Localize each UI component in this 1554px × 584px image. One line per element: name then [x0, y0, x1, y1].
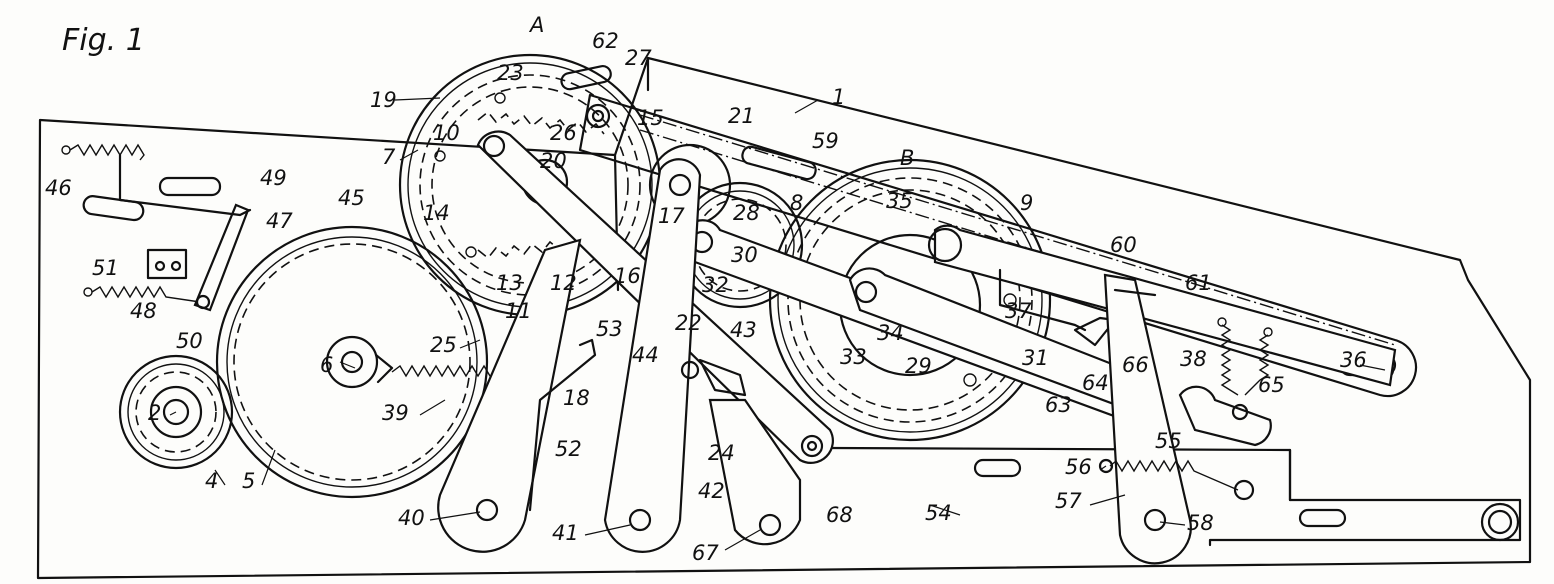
ref-58: 58: [1187, 511, 1214, 535]
arm-35: [933, 224, 1397, 387]
ref-8: 8: [790, 191, 803, 215]
ref-26: 26: [550, 121, 577, 145]
slide-bar-59: [578, 93, 1418, 398]
ref-36: 36: [1340, 348, 1367, 372]
ref-5: 5: [242, 469, 255, 493]
ref-53: 53: [596, 317, 623, 341]
ref-16: 16: [614, 264, 641, 288]
unit-label-a: A: [528, 13, 544, 37]
ref-65: 65: [1258, 373, 1285, 397]
ref-7: 7: [382, 145, 396, 169]
ref-51: 51: [92, 256, 119, 280]
link-49: [193, 203, 250, 312]
ref-1: 1: [832, 85, 845, 109]
ref-41: 41: [552, 521, 579, 545]
ref-45: 45: [338, 186, 365, 210]
lever-41: [603, 158, 702, 553]
ref-64: 64: [1082, 371, 1109, 395]
ref-35: 35: [886, 189, 913, 213]
ref-21: 21: [728, 104, 755, 128]
ref-60: 60: [1110, 233, 1137, 257]
ref-27: 27: [625, 46, 652, 70]
spring-39: [391, 364, 501, 401]
ref-19: 19: [370, 88, 397, 112]
ref-47: 47: [266, 209, 293, 233]
ref-23: 23: [497, 61, 524, 85]
ref-39: 39: [382, 401, 409, 425]
spring-48: [91, 285, 201, 303]
ref-22: 22: [675, 311, 702, 335]
ref-68: 68: [826, 503, 853, 527]
lever-52: [528, 338, 597, 512]
ref-62: 62: [592, 29, 619, 53]
ref-42: 42: [698, 479, 725, 503]
lever-40: [437, 238, 582, 553]
ref-38: 38: [1180, 347, 1207, 371]
ref-10: 10: [433, 121, 460, 145]
gear-5: [215, 225, 489, 499]
ref-44: 44: [632, 343, 659, 367]
pinion-2: [118, 354, 234, 470]
ref-34: 34: [877, 321, 904, 345]
block-51: [146, 248, 188, 280]
bracket-38: [1178, 385, 1272, 447]
ref-54: 54: [925, 501, 952, 525]
ref-6: 6: [320, 353, 333, 377]
ref-9: 9: [1020, 191, 1033, 215]
spring-46: [69, 143, 145, 161]
ref-55: 55: [1155, 429, 1182, 453]
ref-15: 15: [637, 106, 664, 130]
ref-20: 20: [540, 149, 567, 173]
frame-plate: [36, 56, 1532, 580]
ref-43: 43: [730, 318, 757, 342]
ref-63: 63: [1045, 393, 1072, 417]
ref-29: 29: [905, 354, 932, 378]
lever-57: [1103, 273, 1192, 565]
ref-12: 12: [550, 271, 577, 295]
ref-24: 24: [708, 441, 735, 465]
ref-37: 37: [1005, 299, 1032, 323]
ref-13: 13: [496, 271, 523, 295]
ref-18: 18: [563, 386, 590, 410]
figure-label: Fig. 1: [62, 23, 145, 58]
ref-14: 14: [423, 201, 450, 225]
spring-55: [1109, 459, 1239, 491]
ref-61: 61: [1185, 271, 1212, 295]
ref-11: 11: [505, 299, 532, 323]
ref-49: 49: [260, 166, 287, 190]
ref-59: 59: [812, 129, 839, 153]
lever-67: [708, 398, 802, 546]
ref-67: 67: [692, 541, 719, 565]
ref-25: 25: [430, 333, 457, 357]
ref-2: 2: [148, 401, 161, 425]
unit-label-b: B: [900, 146, 914, 170]
ref-28: 28: [733, 201, 760, 225]
ref-40: 40: [398, 506, 425, 530]
ref-33: 33: [840, 345, 867, 369]
ref-52: 52: [555, 437, 582, 461]
ref-32: 32: [702, 273, 729, 297]
ref-56: 56: [1065, 455, 1092, 479]
ref-17: 17: [658, 204, 685, 228]
ref-48: 48: [130, 299, 157, 323]
ref-57: 57: [1055, 489, 1082, 513]
ref-50: 50: [176, 329, 203, 353]
ref-30: 30: [731, 243, 758, 267]
ref-66: 66: [1122, 353, 1149, 377]
ref-4: 4: [205, 469, 218, 493]
ref-46: 46: [45, 176, 72, 200]
ref-31: 31: [1022, 346, 1049, 370]
